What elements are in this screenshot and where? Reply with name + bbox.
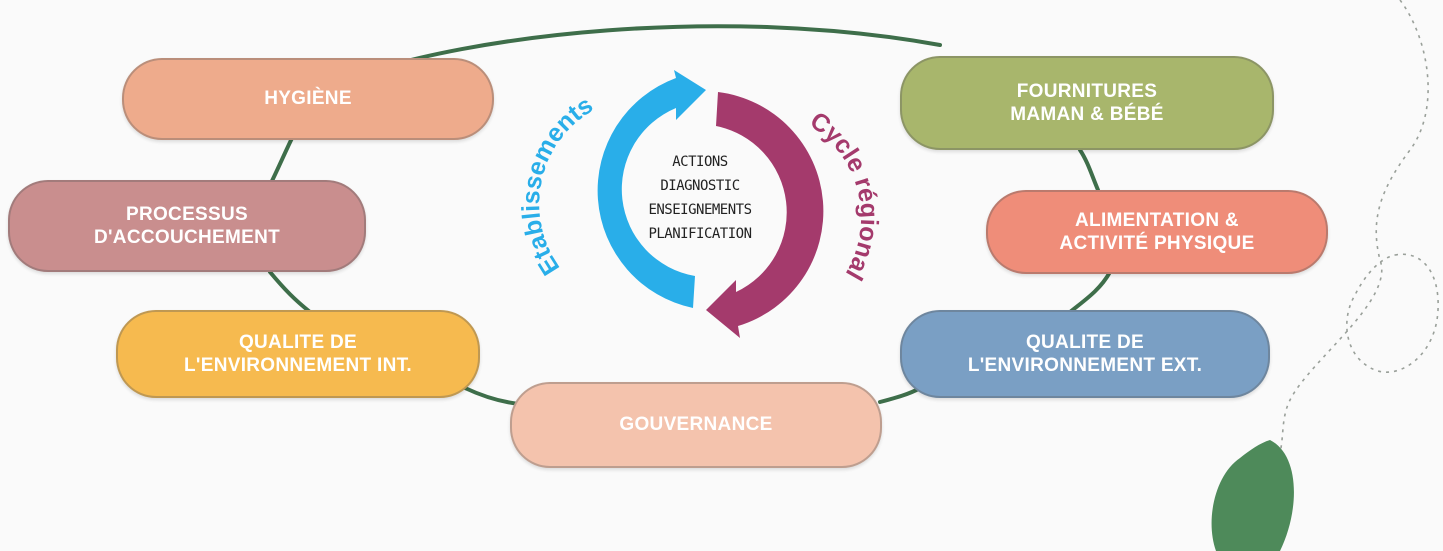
pill-label-line: MAMAN & BÉBÉ [1010,104,1164,125]
etablissements-label: Etablissements [517,91,598,280]
connector-alimentation-qualite-ext [1068,270,1112,314]
leaf-icon [1211,440,1294,551]
right-cycle-arrow [706,92,824,338]
pill-label-line: PROCESSUS [125,203,248,225]
pill-label-line: ACTIVITÉ PHYSIQUE [1059,233,1255,254]
pill-label-line: HYGIÈNE [264,88,352,110]
cycle-step-planification: PLANIFICATION [648,226,752,242]
pill-label-line: FOURNITURES [1016,80,1158,102]
pill-label-line: D'ACCOUCHEMENT [93,227,281,248]
connector-fournitures-alimentation [1078,148,1100,192]
gouvernance-pill: GOUVERNANCE [510,382,882,468]
left-cycle-arrow [597,70,706,308]
dotted-line [1277,0,1429,461]
cycle-center-text: ACTIONS DIAGNOSTIC ENSEIGNEMENTS PLANIFI… [620,150,780,246]
connector-qualite-int-gouvernance [463,386,522,406]
pill-label-line: QUALITE DE [1025,331,1145,353]
connector-gouvernance-qualite-ext [878,386,922,404]
cycle-step-enseignements: ENSEIGNEMENTS [648,202,752,218]
cycle-step-diagnostic: DIAGNOSTIC [660,178,740,194]
pill-label-line: GOUVERNANCE [619,414,773,436]
connector-processus-qualite-int [268,270,312,314]
pill-label-line: ALIMENTATION & [1075,209,1239,231]
dotted-loop [1346,253,1439,373]
hygiene-label: HYGIÈNE [264,87,352,110]
hygiene-pill: HYGIÈNE [122,58,494,140]
decoration [1277,0,1439,461]
cycle-step-actions: ACTIONS [672,154,728,170]
alimentation-pill: ALIMENTATION &ACTIVITÉ PHYSIQUE [986,190,1328,274]
pill-label-line: QUALITE DE [238,331,358,353]
pill-label-line: L'ENVIRONNEMENT EXT. [967,355,1203,376]
gouvernance-label: GOUVERNANCE [619,413,772,436]
alimentation-label: ALIMENTATION &ACTIVITÉ PHYSIQUE [1059,209,1254,255]
pill-label-line: L'ENVIRONNEMENT INT. [184,355,412,376]
